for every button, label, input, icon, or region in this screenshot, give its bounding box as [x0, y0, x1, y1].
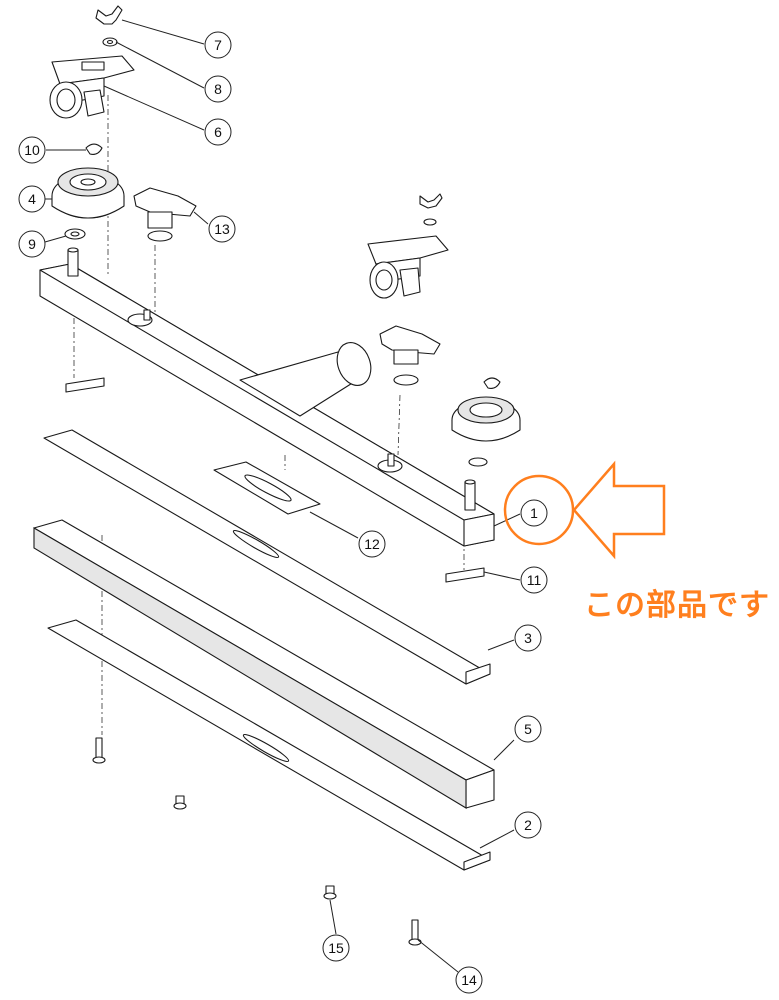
wheel-part-4 [51, 167, 125, 219]
callout-14: 14 [417, 939, 483, 994]
channel-part-2 [47, 619, 491, 871]
callout-6: 6 [103, 85, 232, 146]
callout-4: 4 [18, 185, 52, 213]
callout-1: 1 [493, 499, 548, 527]
callout-4-label: 4 [28, 191, 36, 207]
knob-bolt-right [379, 325, 441, 386]
highlight-circle [503, 474, 575, 546]
callout-2: 2 [479, 811, 542, 849]
brush-strip-part-5 [33, 519, 495, 809]
e-clip-part-10 [85, 143, 103, 155]
callout-5: 5 [493, 715, 542, 761]
wheel-right [451, 396, 521, 442]
callout-9-label: 9 [28, 236, 36, 252]
callout-6-label: 6 [214, 124, 222, 140]
annotation-text: この部品です [584, 588, 770, 623]
nut-part-15 [323, 885, 337, 900]
pad-left [65, 377, 105, 393]
washer-right-2 [468, 457, 488, 467]
caster-bracket-part-6 [49, 55, 135, 119]
callout-9: 9 [18, 230, 67, 258]
callout-8-label: 8 [214, 81, 222, 97]
callout-8: 8 [115, 41, 232, 103]
callout-1-label: 1 [530, 505, 538, 521]
washer-right [423, 218, 437, 226]
callout-7-label: 7 [214, 37, 222, 53]
callout-10-label: 10 [24, 142, 40, 158]
callouts: 7 8 6 10 4 9 13 [18, 19, 548, 994]
slot-plate-part-12 [213, 461, 321, 515]
callout-7: 7 [121, 19, 232, 59]
washer-part-9 [64, 228, 86, 240]
callout-13: 13 [193, 211, 236, 243]
nut-small-left [173, 795, 187, 810]
callout-14-label: 14 [461, 972, 477, 988]
wing-nut-part-7 [95, 5, 123, 25]
callout-12: 12 [309, 511, 386, 558]
callout-10: 10 [18, 136, 86, 164]
washer-part-8 [102, 37, 118, 47]
pad-part-11 [445, 567, 485, 583]
knob-bolt-part-13-left [133, 187, 197, 242]
callout-5-label: 5 [524, 721, 532, 737]
main-frame-part-1 [39, 247, 495, 547]
callout-11: 11 [483, 566, 548, 594]
caster-bracket-right [367, 235, 449, 299]
channel-part-3 [43, 429, 491, 685]
callout-3-label: 3 [524, 630, 532, 646]
e-clip-right [483, 377, 501, 389]
callout-15: 15 [322, 899, 350, 962]
highlight-marker [503, 460, 666, 560]
screw-left [92, 737, 106, 764]
callout-3: 3 [487, 624, 542, 652]
callout-2-label: 2 [524, 817, 532, 833]
callout-12-label: 12 [364, 536, 380, 552]
wing-nut-right [419, 193, 443, 209]
callout-11-label: 11 [527, 572, 542, 588]
highlight-arrow-icon [572, 460, 666, 560]
callout-15-label: 15 [328, 940, 344, 956]
callout-13-label: 13 [214, 221, 230, 237]
